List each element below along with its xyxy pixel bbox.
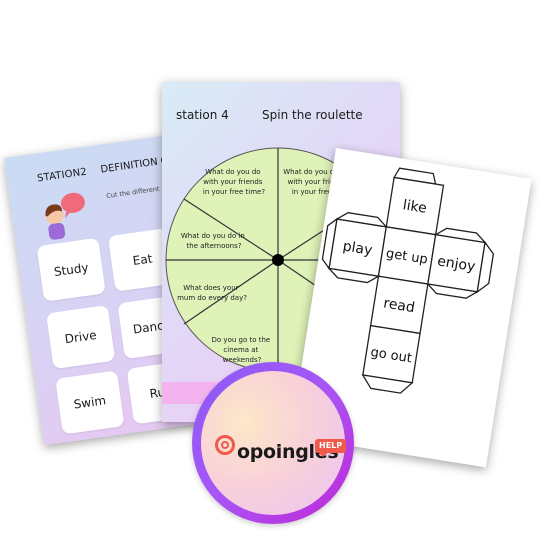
opoingles-logo-badge: opoingles HELP xyxy=(192,362,354,524)
question-3: What does your mum do every day? xyxy=(177,284,247,302)
wheel-center-pin xyxy=(272,254,284,266)
dice-face-go-out: go out xyxy=(369,345,412,366)
card-swim: Swim xyxy=(55,370,125,435)
logo-inner-circle: opoingles HELP xyxy=(201,371,347,515)
station2-instruction: Cut the different c xyxy=(105,183,166,201)
question-2: What do you do in the afternoons? xyxy=(181,232,247,250)
station4-subtitle: Spin the roulette xyxy=(262,108,363,122)
station4-title: station 4 xyxy=(176,108,229,122)
at-symbol-icon xyxy=(215,435,235,455)
station2-worksheet: STATION2 DEFINITION GAME Cut the differe… xyxy=(4,130,239,446)
question-4: Do you go to the cinema at weekends? xyxy=(212,336,273,364)
dice-face-get-up: get up xyxy=(385,246,429,267)
girl-speaking-icon xyxy=(45,192,85,240)
station2-title: STATION2 xyxy=(36,166,88,185)
dice-net-worksheet: like play get up enjoy read go out xyxy=(290,148,532,468)
dice-face-like: like xyxy=(402,197,428,217)
question-1: What do you do with your friends in your… xyxy=(203,168,265,196)
dice-face-play: play xyxy=(342,238,374,258)
card-study: Study xyxy=(36,237,106,302)
question-5: What do you do with your frie in your fr… xyxy=(283,168,341,196)
logo-brand-text: opoingles xyxy=(237,441,339,463)
dice-net: like play get up enjoy read go out xyxy=(321,167,495,394)
help-speech-badge: HELP xyxy=(315,439,347,457)
card-drive: Drive xyxy=(46,305,116,370)
dice-face-enjoy: enjoy xyxy=(436,253,476,275)
dice-face-read: read xyxy=(382,295,416,316)
